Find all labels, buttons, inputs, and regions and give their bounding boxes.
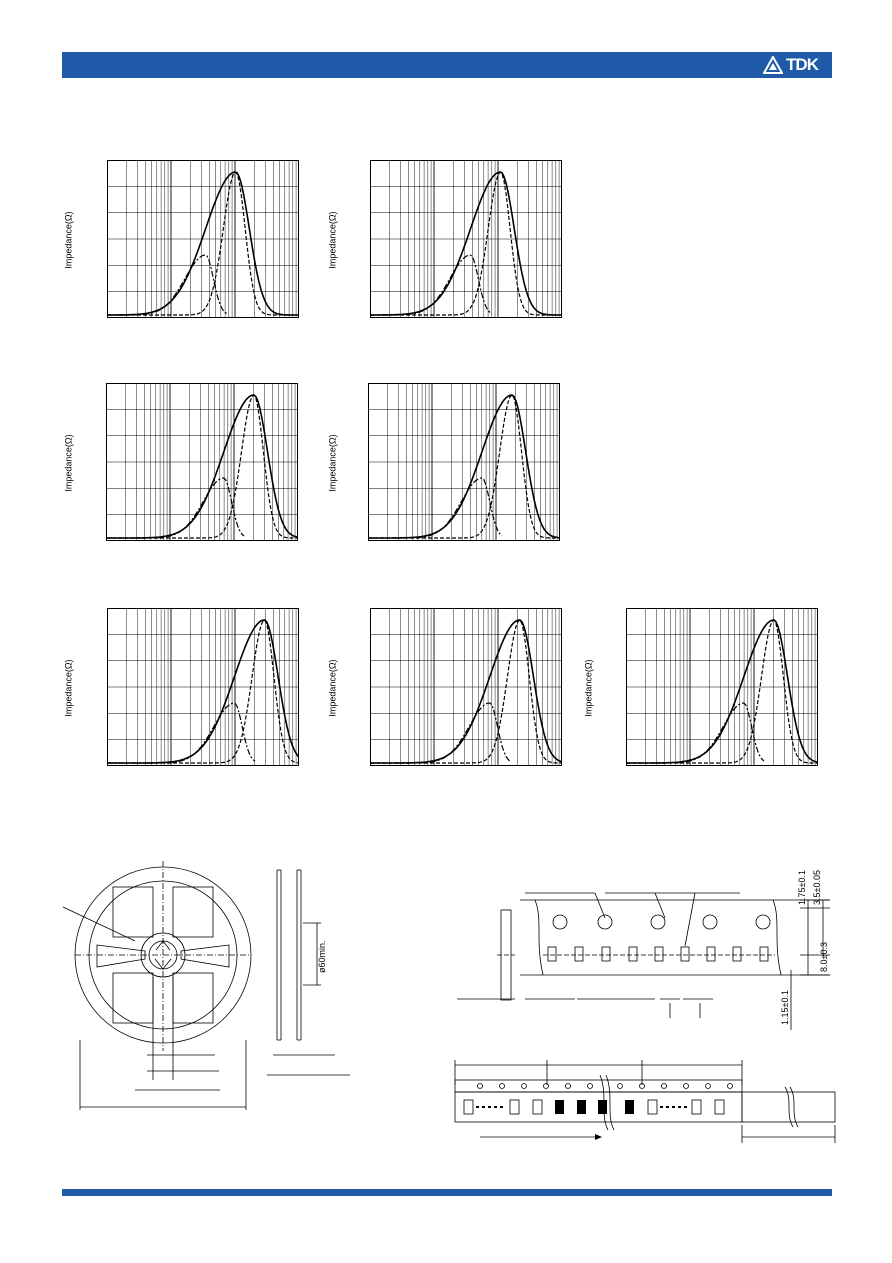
graph-7-plot xyxy=(626,608,818,766)
graph-2-plot xyxy=(370,160,562,318)
graph-2-ylabel: Impedance(Ω) xyxy=(327,211,338,269)
tape-pitch-hole-dimension: 1.75±0.1 xyxy=(797,870,807,905)
graph-3-plot xyxy=(106,383,298,541)
graph-5 xyxy=(107,608,299,766)
footer-bar xyxy=(62,1189,832,1196)
graph-6-ylabel: Impedance(Ω) xyxy=(327,659,338,717)
carrier-tape-diagram: 1.75±0.1 3.5±0.05 8.0±0.3 1.15±0.1 xyxy=(457,870,830,1030)
graph-2 xyxy=(370,160,562,318)
graph-1-ylabel: Impedance(Ω) xyxy=(63,211,74,269)
graph-6-plot xyxy=(370,608,562,766)
graph-4-plot xyxy=(368,383,560,541)
header-bar: TDK xyxy=(62,52,832,78)
graph-6 xyxy=(370,608,562,766)
graph-7 xyxy=(626,608,818,766)
tape-offset-dimension: 3.5±0.05 xyxy=(812,870,822,905)
reel-diagram xyxy=(62,861,252,1110)
graph-3 xyxy=(106,383,298,541)
tape-width-dimension: 8.0±0.3 xyxy=(819,942,829,972)
graph-5-plot xyxy=(107,608,299,766)
graph-5-ylabel: Impedance(Ω) xyxy=(63,659,74,717)
graph-4 xyxy=(368,383,560,541)
reel-hub-dimension: ø60min. xyxy=(317,940,327,973)
tdk-logo: TDK xyxy=(763,55,819,75)
reel-side-diagram: ø60min. xyxy=(267,869,350,1076)
logo-text: TDK xyxy=(786,55,819,74)
graph-3-ylabel: Impedance(Ω) xyxy=(63,434,74,492)
graph-1-plot xyxy=(107,160,299,318)
tdk-logo-icon xyxy=(763,56,784,74)
packaging-strip-diagram xyxy=(454,1060,836,1143)
graph-4-ylabel: Impedance(Ω) xyxy=(327,434,338,492)
tape-thickness-dimension: 1.15±0.1 xyxy=(780,990,790,1025)
graph-7-ylabel: Impedance(Ω) xyxy=(583,659,594,717)
graph-1 xyxy=(107,160,299,318)
